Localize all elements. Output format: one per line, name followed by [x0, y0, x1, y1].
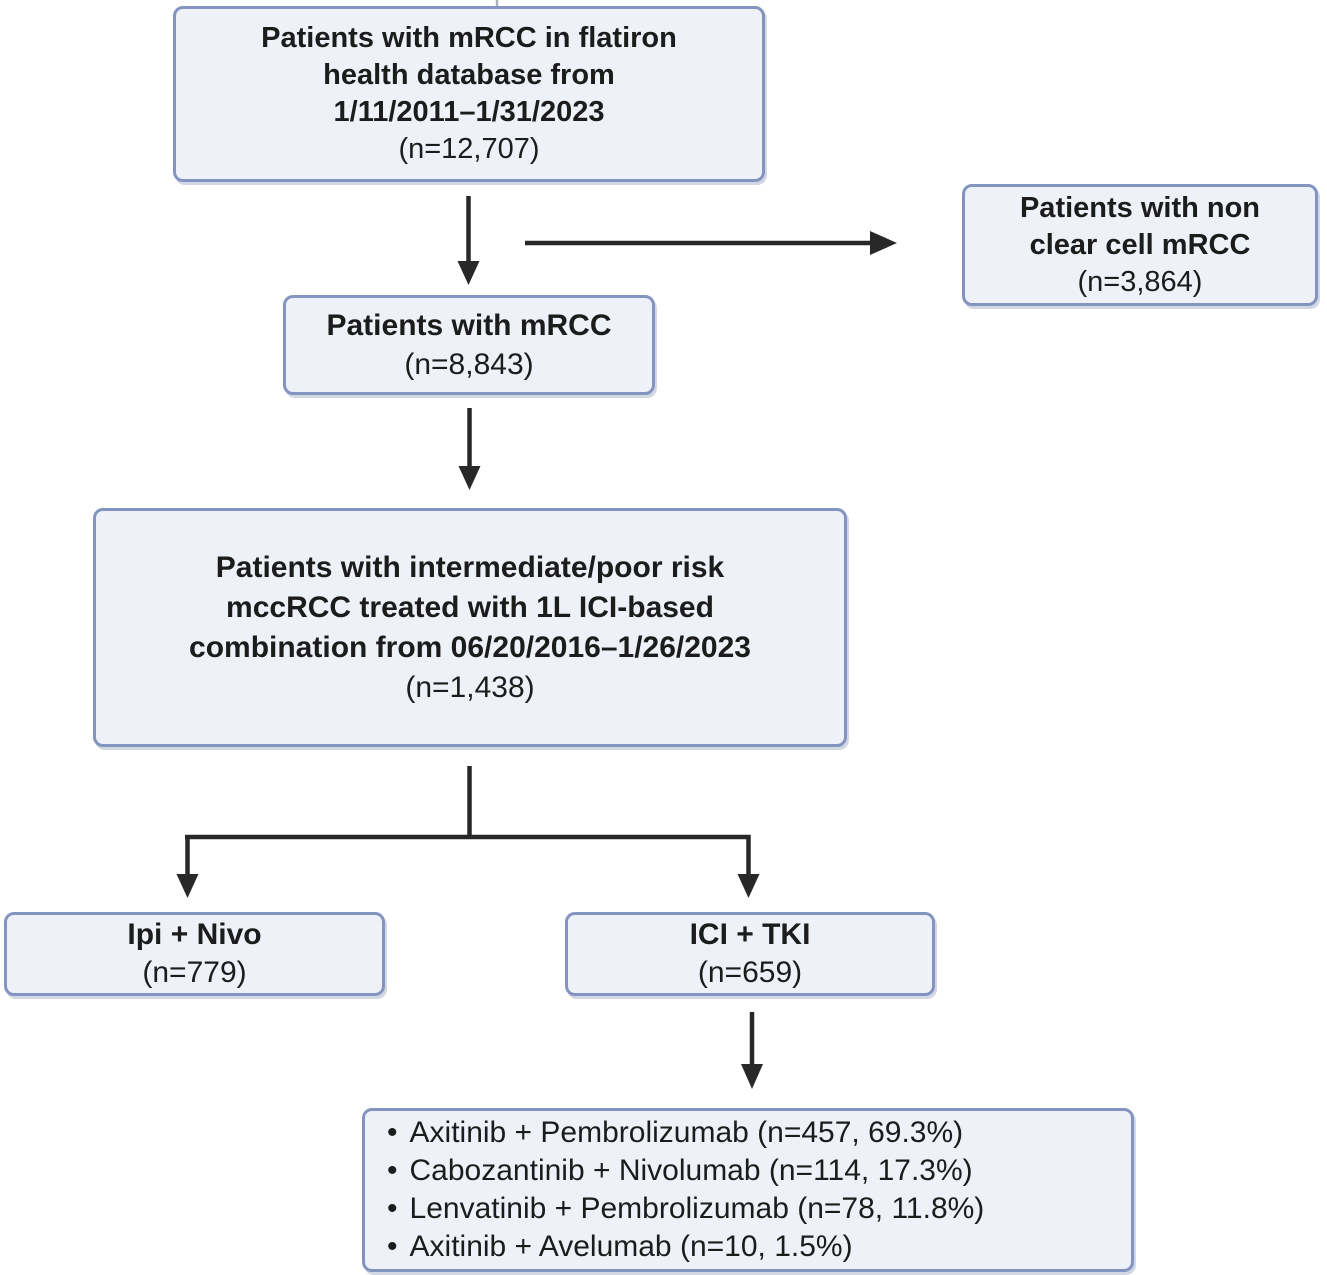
arrow-database-to-mrcc [457, 196, 480, 285]
arrow-to-non-clear-cell [525, 231, 897, 255]
regimen-item: • Lenvatinib + Pembrolizumab (n=78, 11.8… [387, 1190, 984, 1228]
bullet-marker: • [387, 1192, 398, 1225]
node-ici-tki-count: (n=659) [697, 956, 803, 989]
regimen-item: • Axitinib + Pembrolizumab (n=457, 69.3%… [387, 1114, 963, 1152]
arrow-mrcc-to-ici-combination [458, 408, 481, 490]
node-ipi-nivo-title-line: Ipi + Nivo [127, 918, 262, 951]
regimen-item: • Axitinib + Avelumab (n=10, 1.5%) [387, 1228, 853, 1266]
node-non-clear-cell-title-line: clear cell mRCC [1029, 228, 1251, 261]
node-database: Patients with mRCC in flatiron health da… [173, 6, 765, 182]
bullet-marker: • [387, 1154, 398, 1187]
node-mrcc-count: (n=8,843) [404, 348, 534, 381]
node-ici-combination-title-line: Patients with intermediate/poor risk [215, 550, 725, 584]
regimen-item-text: Lenvatinib + Pembrolizumab (n=78, 11.8%) [409, 1192, 985, 1225]
regimen-item-text: Axitinib + Pembrolizumab (n=457, 69.3%) [409, 1116, 964, 1149]
arrow-branch-to-ipi-nivo [176, 835, 199, 898]
node-ici-combination: Patients with intermediate/poor risk mcc… [93, 508, 847, 747]
node-ici-tki-title-line: ICI + TKI [689, 918, 811, 951]
node-non-clear-cell-count: (n=3,864) [1077, 265, 1203, 298]
node-non-clear-cell: Patients with non clear cell mRCC (n=3,8… [962, 184, 1318, 306]
node-database-count: (n=12,707) [398, 133, 540, 165]
node-mrcc-title-line: Patients with mRCC [326, 309, 612, 342]
node-ici-combination-title-line: combination from 06/20/2016–1/26/2023 [189, 630, 751, 664]
regimen-item: • Cabozantinib + Nivolumab (n=114, 17.3%… [387, 1152, 973, 1190]
node-ipi-nivo: Ipi + Nivo (n=779) [4, 912, 385, 996]
node-ipi-nivo-count: (n=779) [142, 956, 247, 989]
node-database-title-line: health database from [323, 59, 615, 91]
node-database-title-line: Patients with mRCC in flatiron [261, 22, 677, 54]
arrow-ici-tki-to-regimens [741, 1012, 763, 1089]
node-database-title-line: 1/11/2011–1/31/2023 [333, 96, 605, 128]
regimen-item-text: Axitinib + Avelumab (n=10, 1.5%) [409, 1230, 853, 1263]
arrow-branch-to-ici-tki [737, 835, 760, 898]
node-ici-tki: ICI + TKI (n=659) [565, 912, 935, 996]
node-ici-combination-title-line: mccRCC treated with 1L ICI-based [226, 590, 714, 624]
bullet-marker: • [387, 1116, 398, 1149]
bullet-marker: • [387, 1230, 398, 1263]
node-ici-combination-count: (n=1,438) [405, 670, 535, 704]
node-non-clear-cell-title-line: Patients with non [1019, 191, 1261, 224]
node-mrcc: Patients with mRCC (n=8,843) [283, 295, 655, 395]
node-ici-tki-regimens: • Axitinib + Pembrolizumab (n=457, 69.3%… [362, 1108, 1134, 1272]
regimen-item-text: Cabozantinib + Nivolumab (n=114, 17.3%) [409, 1154, 973, 1187]
